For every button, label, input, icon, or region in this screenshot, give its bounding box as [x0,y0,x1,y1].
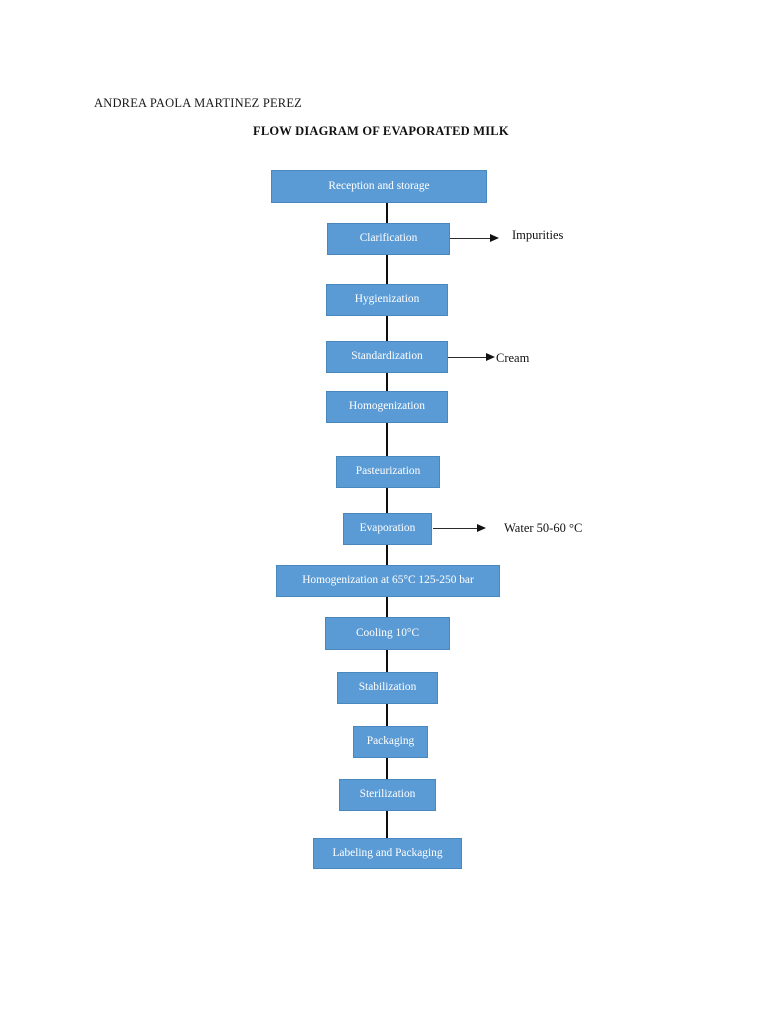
connector-n1-n2 [386,201,388,226]
flow-node-cooling-10c[interactable]: Cooling 10°C [325,617,450,650]
connector-n2-n3 [386,253,388,287]
connector-n8-n9 [386,595,388,619]
arrow-head-impurities [490,234,499,242]
flow-node-sterilization[interactable]: Sterilization [339,779,436,811]
arrow-line-impurities [450,238,492,239]
connector-n5-n6 [386,421,388,457]
flow-node-packaging[interactable]: Packaging [353,726,428,758]
page-title: FLOW DIAGRAM OF EVAPORATED MILK [253,124,509,138]
arrow-head-water [477,524,486,532]
connector-n9-n10 [386,648,388,673]
connector-n7-n8 [386,543,388,567]
flow-node-reception-and-storage[interactable]: Reception and storage [271,170,487,203]
flow-node-hygienization[interactable]: Hygienization [326,284,448,316]
connector-n4-n5 [386,371,388,393]
side-label-impurities: Impurities [512,228,564,242]
flow-node-labeling-and-packaging[interactable]: Labeling and Packaging [313,838,462,869]
arrow-head-cream [486,353,495,361]
flow-node-pasteurization[interactable]: Pasteurization [336,456,440,488]
flow-node-standardization[interactable]: Standardization [326,341,448,373]
connector-n3-n4 [386,314,388,343]
flow-node-clarification[interactable]: Clarification [327,223,450,255]
connector-n10-n11 [386,702,388,727]
arrow-line-water [433,528,479,529]
arrow-line-cream [448,357,488,358]
connector-n11-n12 [386,756,388,780]
author-name: ANDREA PAOLA MARTINEZ PEREZ [94,96,303,110]
connector-n12-n13 [386,809,388,839]
flow-node-evaporation[interactable]: Evaporation [343,513,432,545]
connector-n6-n7 [386,486,388,514]
flow-node-homogenization-65c[interactable]: Homogenization at 65°C 125-250 bar [276,565,500,597]
flow-node-stabilization[interactable]: Stabilization [337,672,438,704]
side-label-water: Water 50-60 °C [504,521,583,535]
side-label-cream: Cream [496,351,530,365]
flow-node-homogenization[interactable]: Homogenization [326,391,448,423]
